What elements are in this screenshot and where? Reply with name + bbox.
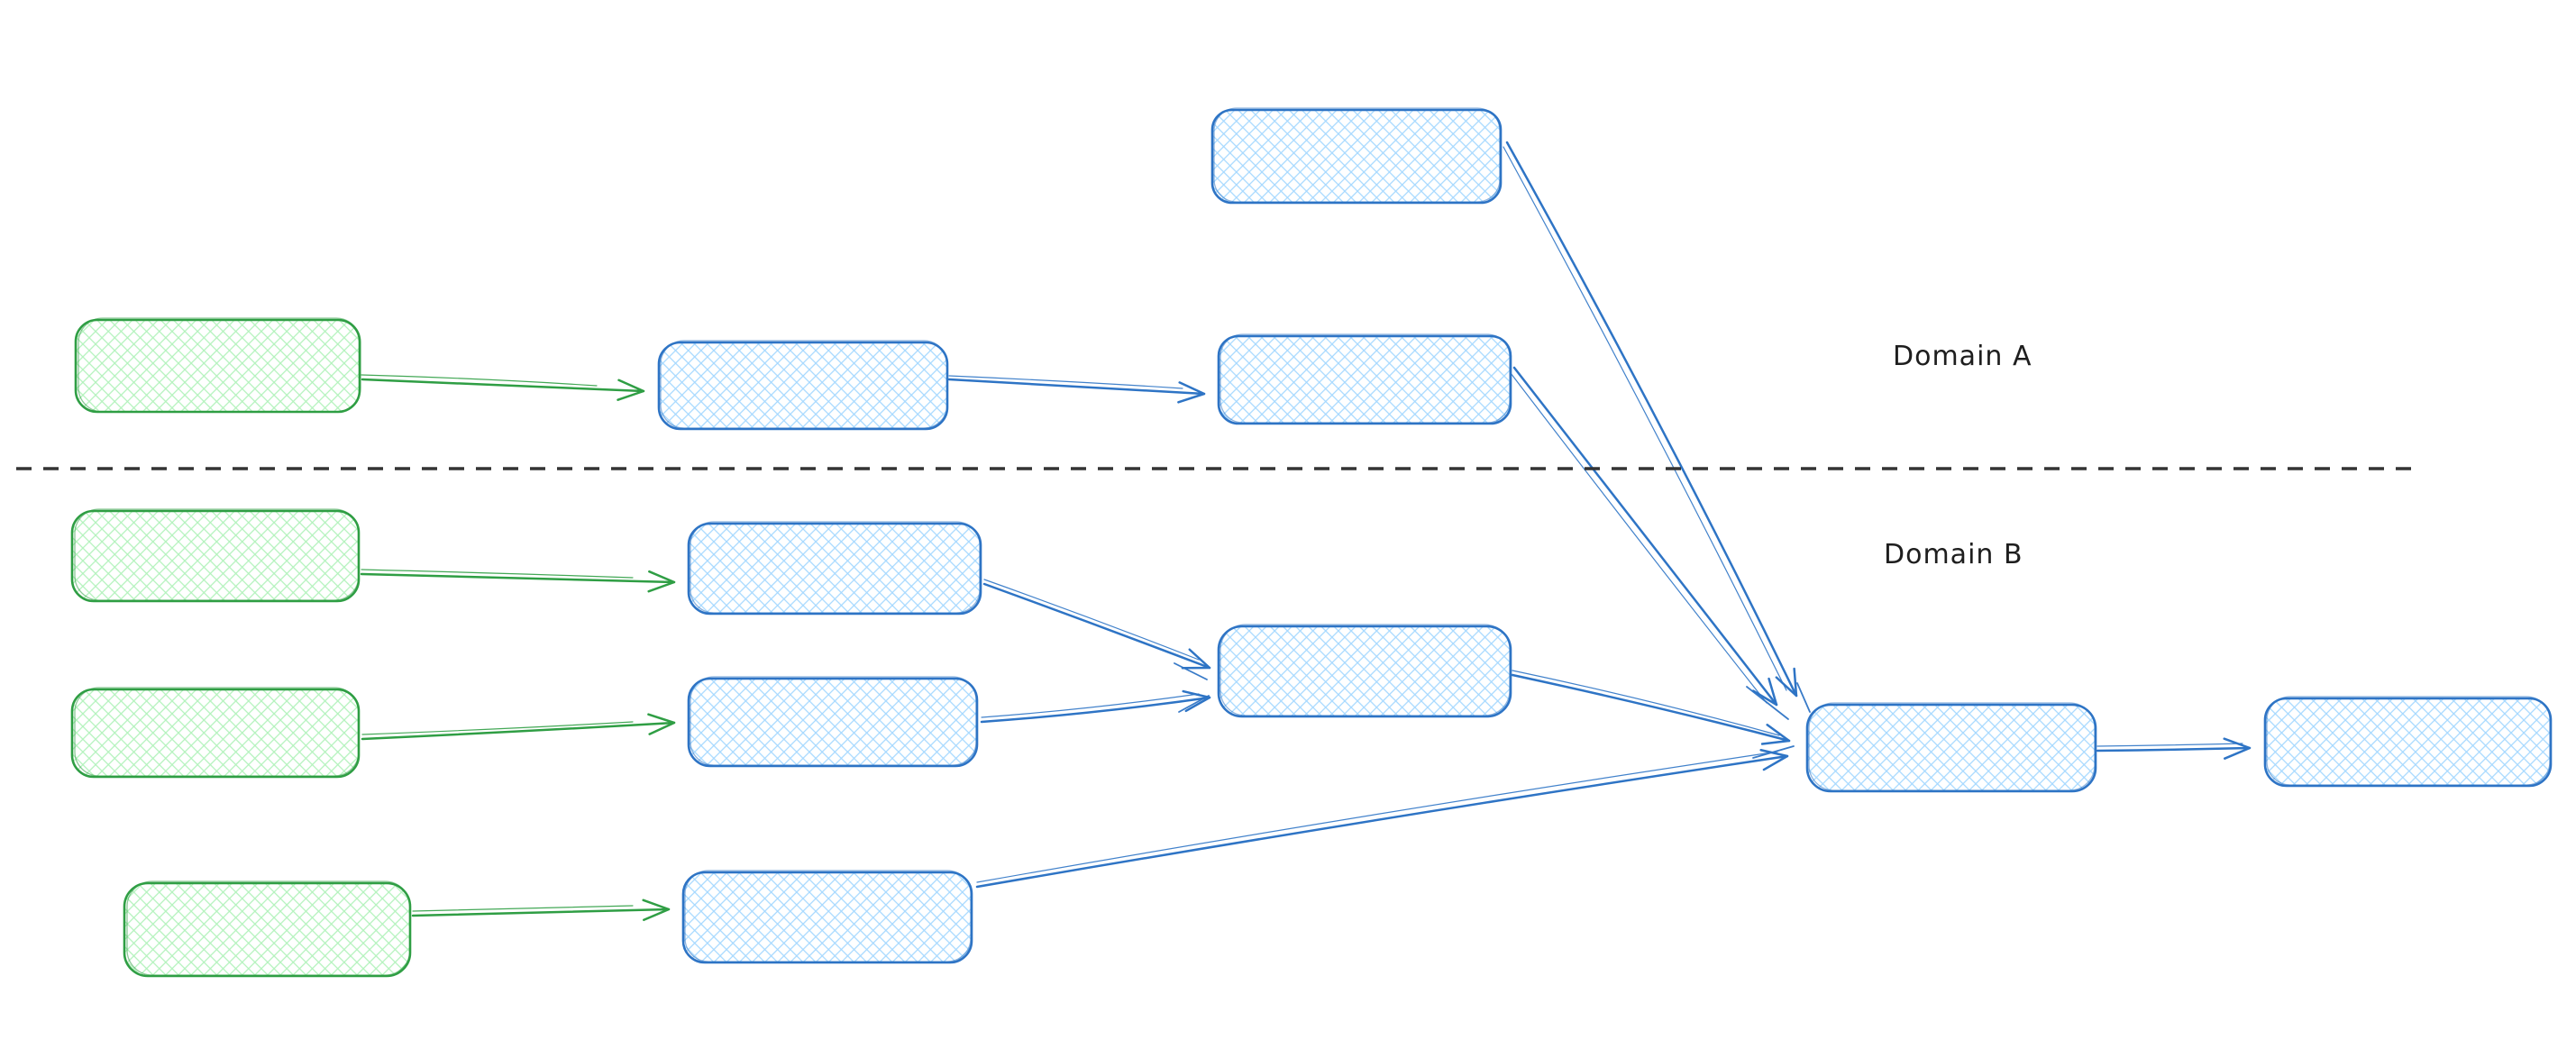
edge-line [980, 689, 1211, 724]
edge-line [1512, 366, 1778, 707]
domain-b-label: Domain B [1884, 539, 2023, 570]
edge-b-step2-to-merge [980, 689, 1211, 724]
node-rect-sketch [74, 508, 360, 601]
node-rect-sketch [690, 676, 977, 766]
edge-ghost-line [361, 721, 634, 735]
edge-line [1505, 141, 1798, 698]
edge-ghost-line [1510, 372, 1768, 704]
node-rect [2263, 697, 2553, 788]
edge-line [1511, 673, 1791, 745]
node-final-output [2263, 696, 2553, 788]
node-b-green-source-1 [70, 508, 361, 603]
edge-ghost-line [981, 693, 1200, 718]
node-rect-sketch [78, 317, 361, 413]
edge-line [975, 749, 1789, 889]
edge-a-source-to-step1 [361, 374, 645, 401]
node-a-blue-step-2 [1217, 333, 1512, 425]
node-rect-sketch [660, 340, 948, 429]
domain-a-label: Domain A [1893, 341, 2032, 372]
edge-line [361, 378, 645, 401]
edge-ghost-line [361, 374, 598, 387]
edge-ghost-line [2096, 743, 2243, 747]
node-rect [687, 677, 979, 768]
node-rect-sketch [126, 880, 411, 976]
node-rect-sketch [74, 687, 360, 777]
node-b-blue-step-1 [687, 521, 982, 616]
sketch-stray-strokes [1174, 662, 1811, 759]
stray-stroke [1174, 662, 1208, 680]
edge-a-step1-to-step2 [947, 375, 1206, 404]
edge-line [411, 898, 671, 922]
node-rect-sketch [690, 521, 981, 614]
node-b-blue-merge [1217, 624, 1512, 718]
node-b-blue-step-2 [687, 676, 979, 768]
node-b-green-source-2 [70, 687, 361, 779]
edge-line [2096, 737, 2252, 760]
node-rect-sketch [1219, 333, 1511, 424]
node-rect-sketch [1213, 107, 1501, 203]
node-rect [1217, 625, 1512, 718]
node-rect [1217, 334, 1512, 425]
stray-stroke [1746, 686, 1789, 720]
edge-ghost-line [976, 751, 1778, 883]
node-b-green-source-3 [123, 880, 412, 978]
node-rect [123, 881, 412, 978]
node-shared-merge [1805, 702, 2097, 793]
edge-ghost-line [1512, 670, 1780, 736]
node-rect [74, 318, 361, 414]
node-rect [70, 688, 361, 779]
edge-ghost-line [1503, 146, 1787, 691]
node-a-green-source [74, 317, 361, 414]
edge-b-source2-to-step2 [361, 713, 676, 741]
edge-b-merge-to-shared-merge [1511, 670, 1791, 745]
edge-b-step1-to-merge [982, 579, 1211, 670]
edge-b-step3-to-shared-merge [975, 749, 1789, 889]
edge-b-source1-to-step1 [360, 569, 676, 593]
node-rect [657, 341, 949, 431]
node-rect-sketch [1219, 624, 1511, 716]
node-a-top-blue [1210, 107, 1503, 205]
stray-stroke [1796, 682, 1811, 713]
stray-stroke [1178, 695, 1210, 713]
node-rect [1210, 108, 1503, 205]
stray-stroke [1752, 745, 1795, 759]
node-rect [1805, 703, 2097, 793]
node-rect [681, 871, 973, 964]
edge-line [361, 713, 676, 741]
edge-ghost-line [948, 375, 1183, 389]
edge-shared-merge-to-final [2096, 737, 2252, 760]
edge-ghost-line [412, 905, 634, 912]
node-b-blue-step-3 [681, 870, 973, 964]
node-rect [70, 509, 361, 603]
edge-line [360, 570, 676, 593]
edge-a-top-to-shared-merge [1503, 141, 1798, 698]
edge-ghost-line [361, 569, 634, 579]
edge-ghost-line [983, 579, 1200, 661]
edge-line [982, 582, 1211, 670]
edge-b-source3-to-step3 [411, 898, 671, 922]
edge-line [947, 378, 1206, 404]
node-rect-sketch [684, 870, 972, 962]
edge-a-step2-to-shared-merge [1510, 366, 1778, 707]
node-rect-sketch [1808, 702, 2096, 791]
node-rect-sketch [2266, 696, 2551, 786]
node-a-blue-step-1 [657, 340, 949, 431]
node-rect [687, 522, 982, 616]
